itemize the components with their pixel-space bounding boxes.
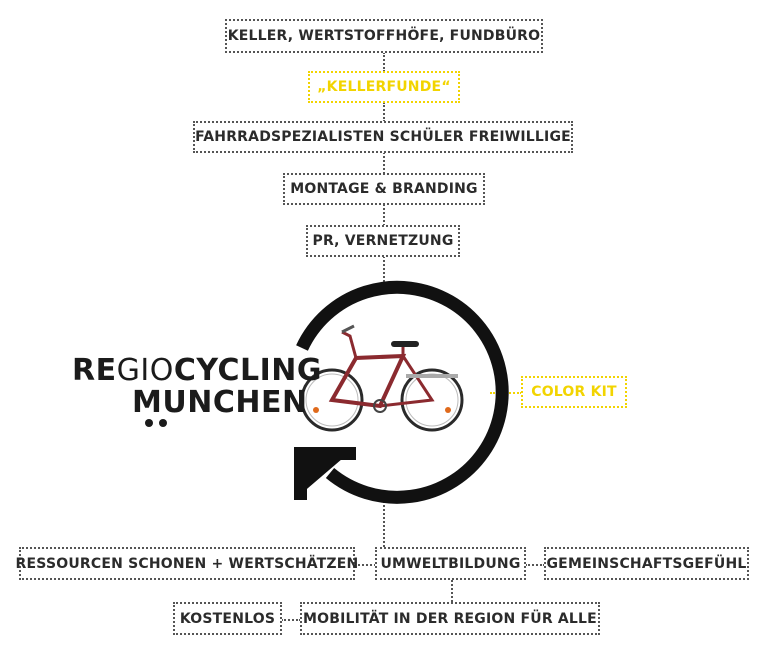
- color-kit-box: COLOR KIT: [521, 376, 627, 408]
- connector-line: [383, 102, 385, 122]
- connector-line: [383, 204, 385, 226]
- box-umweltbildung: UMWELTBILDUNG: [375, 547, 526, 580]
- box-mobilitaet: MOBILITÄT IN DER REGION FÜR ALLE: [300, 602, 600, 635]
- logo-re: RE: [72, 353, 117, 388]
- chain-box-pr: PR, VERNETZUNG: [306, 225, 460, 257]
- logo-cycling: CYCLING: [173, 353, 323, 388]
- chain-box-kellerfunde: „KELLERFUNDE“: [308, 71, 460, 103]
- logo-line-2: MUNCHEN: [132, 385, 308, 420]
- chain-box-people: FAHRRADSPEZIALISTEN SCHÜLER FREIWILLIGE: [193, 121, 573, 153]
- connector-line: [354, 564, 376, 566]
- box-kostenlos: KOSTENLOS: [173, 602, 282, 635]
- umlaut-dots-icon: [145, 419, 167, 427]
- box-gemeinschaftsgefuehl: GEMEINSCHAFTSGEFÜHL: [544, 547, 749, 580]
- chain-box-sources: KELLER, WERTSTOFFHÖFE, FUNDBÜRO: [225, 19, 543, 53]
- connector-line: [383, 256, 385, 282]
- connector-line: [383, 52, 385, 72]
- regiocycling-logo: REGIOCYCLING MUNCHEN: [72, 356, 322, 418]
- chain-box-montage: MONTAGE & BRANDING: [283, 173, 485, 205]
- connector-line: [525, 564, 545, 566]
- connector-line: [383, 497, 385, 547]
- box-ressourcen: RESSOURCEN SCHONEN + WERTSCHÄTZEN: [16, 547, 358, 580]
- bicycle-icon: [300, 324, 464, 432]
- logo-line-1: REGIOCYCLING: [72, 356, 322, 386]
- connector-line: [383, 152, 385, 174]
- logo-gio: GIO: [116, 353, 174, 388]
- connector-line: [281, 619, 301, 621]
- connector-line: [451, 580, 453, 602]
